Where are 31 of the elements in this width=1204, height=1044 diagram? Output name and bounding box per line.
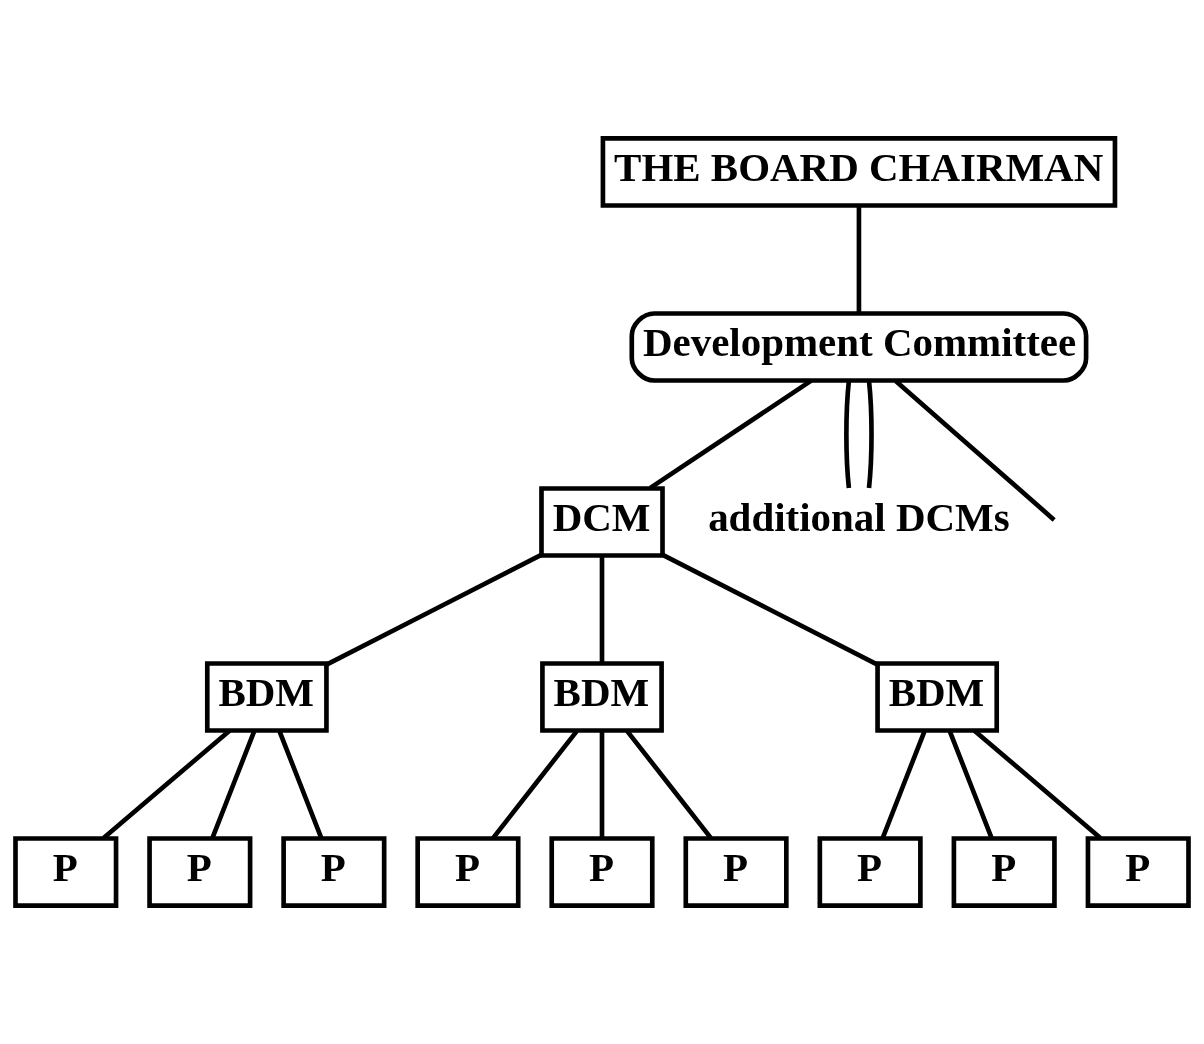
connector [325, 552, 543, 667]
node-box: P [147, 836, 253, 908]
node-box: P [1085, 836, 1191, 908]
connector [491, 729, 579, 840]
connector [210, 730, 257, 839]
connector [844, 380, 852, 489]
node-box: P [683, 836, 789, 908]
connector [277, 730, 324, 839]
connector [947, 730, 994, 839]
connector [866, 380, 874, 489]
node-box: DCM [539, 486, 665, 558]
node-box: P [951, 836, 1057, 908]
node-box: P [415, 836, 521, 908]
connector [894, 379, 1056, 522]
node-box: BDM [204, 661, 329, 733]
connector [856, 206, 862, 314]
connector [625, 729, 713, 840]
node-box: P [13, 836, 119, 908]
node-text: additional DCMs [708, 493, 1010, 540]
connector [649, 378, 813, 490]
connector [599, 556, 605, 664]
connector [599, 731, 605, 839]
node-box: THE BOARD CHAIRMAN [600, 136, 1118, 208]
node-box: P [281, 836, 387, 908]
connector [880, 730, 927, 839]
node-box: BDM [540, 661, 664, 733]
node-box: P [817, 836, 923, 908]
node-box: P [549, 836, 655, 908]
node-box: Development Committee [629, 311, 1089, 383]
connector [661, 552, 879, 667]
node-box: BDM [875, 661, 1000, 733]
